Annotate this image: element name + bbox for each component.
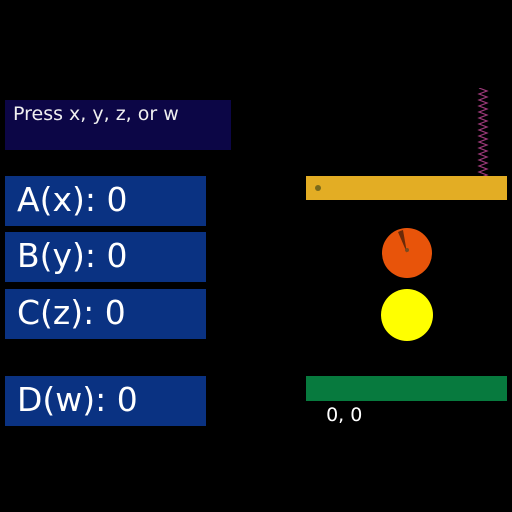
counter-a-label: A(x):	[17, 180, 107, 219]
counter-c-value: 0	[104, 293, 126, 332]
platform-marker	[315, 185, 321, 191]
counter-d-value: 0	[116, 380, 138, 419]
counter-d-label: D(w):	[17, 380, 117, 419]
instruction-panel: Press x, y, z, or w	[5, 100, 231, 150]
spring-icon	[477, 88, 489, 191]
counter-d: D(w): 0	[5, 376, 206, 426]
clock-icon	[382, 228, 432, 278]
counter-a: A(x): 0	[5, 176, 206, 226]
yellow-ball	[381, 289, 433, 341]
clock-pivot	[405, 248, 409, 252]
coordinates-text: 0, 0	[326, 404, 363, 426]
spring-coil	[477, 88, 489, 191]
counter-c: C(z): 0	[5, 289, 206, 339]
counter-c-label: C(z):	[17, 293, 105, 332]
coordinates-panel: 0, 0	[306, 376, 507, 426]
counter-b-value: 0	[106, 236, 128, 275]
counter-b: B(y): 0	[5, 232, 206, 282]
clock-wedge	[398, 230, 407, 253]
instruction-text: Press x, y, z, or w	[13, 103, 179, 125]
counter-b-label: B(y):	[17, 236, 107, 275]
counter-a-value: 0	[106, 180, 128, 219]
platform-bar	[306, 176, 507, 200]
